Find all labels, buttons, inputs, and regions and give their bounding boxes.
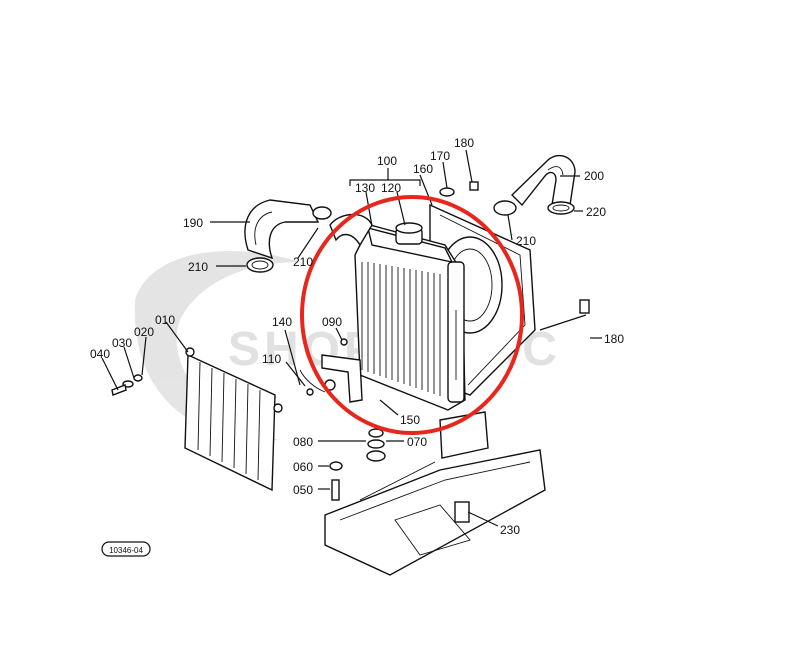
radiator-assembly	[329, 203, 536, 411]
label-130: 130	[355, 181, 375, 195]
label-200: 200	[584, 169, 604, 183]
radiator-core-fins	[361, 262, 441, 396]
label-180-right: 180	[604, 332, 624, 346]
label-060: 060	[293, 460, 313, 474]
label-110: 110	[262, 352, 281, 366]
label-020: 020	[134, 325, 154, 339]
label-220: 220	[586, 205, 606, 219]
label-040: 040	[90, 347, 110, 361]
label-140: 140	[272, 315, 292, 329]
part-labels: 100 170 180 200 130 120 160 220 190 210 …	[90, 136, 624, 537]
label-010: 010	[155, 313, 175, 327]
drawing-id-badge: 10346-04	[101, 541, 151, 557]
label-030: 030	[112, 336, 132, 350]
lower-hose-200	[493, 154, 576, 216]
highlight-circle	[300, 195, 524, 435]
label-210-left: 210	[188, 260, 208, 274]
label-210-mid: 210	[293, 255, 313, 269]
label-160: 160	[413, 162, 433, 176]
label-070: 070	[407, 435, 427, 449]
label-120: 120	[381, 181, 401, 195]
leader-lines	[101, 149, 602, 527]
label-090: 090	[322, 315, 342, 329]
watermark-swoosh	[134, 250, 300, 441]
grommet-stack	[111, 374, 386, 501]
label-050: 050	[293, 483, 313, 497]
upper-hose-190	[244, 199, 332, 273]
fan-guard-010	[184, 347, 283, 492]
label-170: 170	[430, 149, 450, 163]
label-100: 100	[377, 154, 397, 168]
drawing-id: 10346-04	[109, 546, 143, 555]
label-210-right: 210	[516, 234, 536, 248]
label-180-top: 180	[454, 136, 474, 150]
label-150: 150	[400, 413, 420, 427]
label-230: 230	[500, 523, 520, 537]
label-190: 190	[183, 216, 203, 230]
label-080: 080	[293, 435, 313, 449]
base-frame-230	[324, 411, 546, 576]
